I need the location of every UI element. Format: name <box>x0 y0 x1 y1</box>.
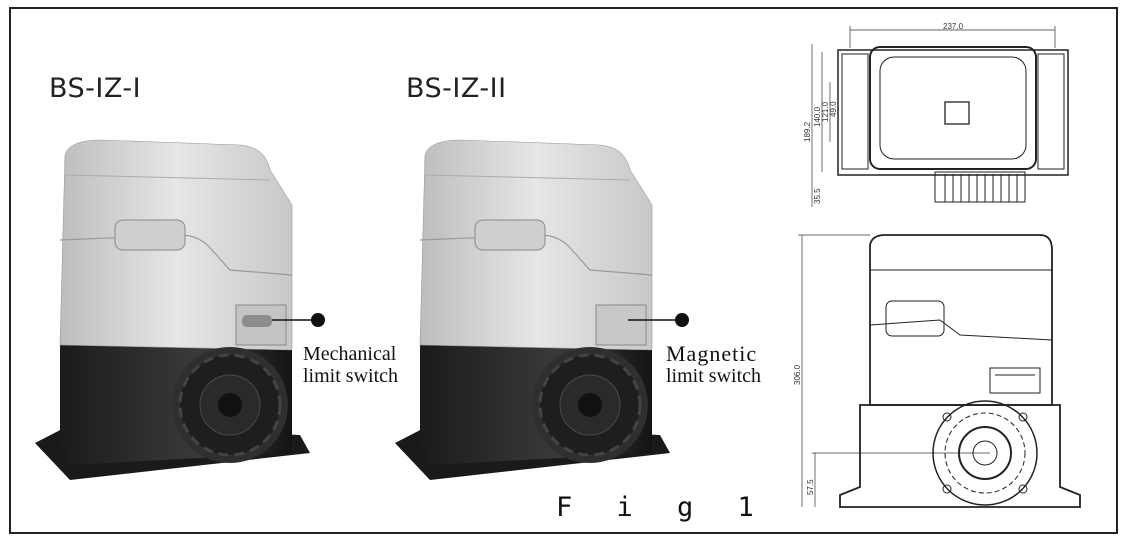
side-view-drawing: 306.0 57.5 <box>793 234 1081 508</box>
dim-d2: 140.0 <box>813 106 822 127</box>
callout-1: Mechanical limit switch <box>303 343 398 387</box>
motor-unit-2-image <box>395 139 670 480</box>
dim-height: 306.0 <box>793 364 802 385</box>
figure-frame <box>9 7 1118 534</box>
model-label-1: BS-IZ-I <box>49 73 142 104</box>
top-view-drawing: 237.0 189.2 140.0 121.0 49.0 35.5 <box>803 22 1069 207</box>
callout-2-line1: Magnetic <box>666 341 758 366</box>
model-label-2: BS-IZ-II <box>406 73 507 104</box>
dim-d3: 121.0 <box>821 101 830 122</box>
callout-1-line1: Mechanical <box>303 343 397 365</box>
figure-caption: F i g 1 <box>556 492 768 523</box>
callout-1-line2: limit switch <box>303 365 398 387</box>
dim-d4: 49.0 <box>829 101 838 117</box>
dim-gear-height: 57.5 <box>806 479 815 495</box>
callout-2: Magnetic limit switch <box>666 341 761 388</box>
dim-d5: 35.5 <box>813 188 822 204</box>
dim-d1: 189.2 <box>803 121 812 142</box>
callout-2-line2: limit switch <box>666 365 761 387</box>
motor-unit-1-image <box>35 139 310 480</box>
dim-width: 237.0 <box>943 22 964 31</box>
